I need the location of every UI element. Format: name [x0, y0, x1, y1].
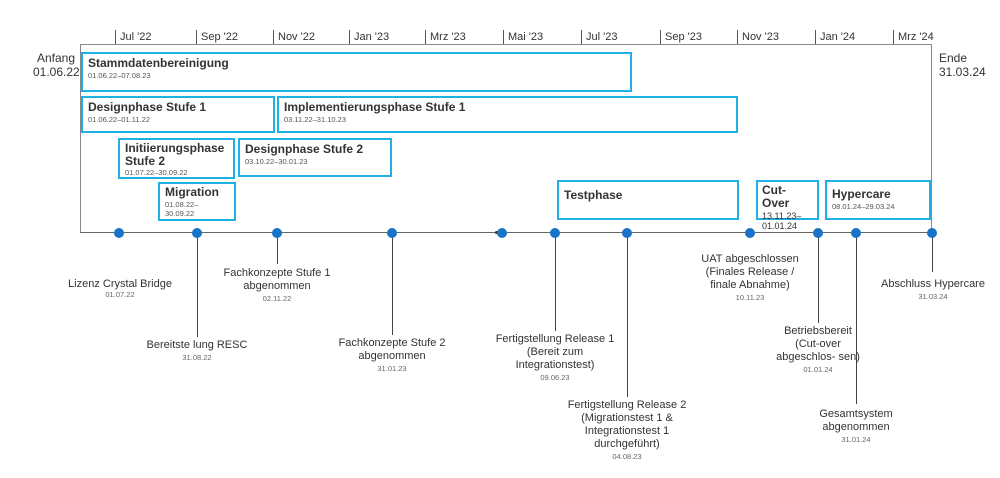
milestone-betriebsbereit: Betriebsbereit (Cut-over abgeschlos- sen…	[776, 325, 860, 375]
milestone-label: UAT abgeschlossen (Finales Release / fin…	[701, 253, 799, 291]
milestone-label: Fertigstellung Release 1 (Bereit zum Int…	[495, 333, 615, 371]
end-label: Ende 31.03.24	[939, 51, 986, 79]
milestone-dot	[272, 228, 282, 238]
start-date: 01.06.22	[33, 65, 80, 79]
milestone-label: Betriebsbereit (Cut-over abgeschlos- sen…	[776, 325, 860, 363]
milestone-dot	[622, 228, 632, 238]
phase-title: Initiierungsphase Stufe 2	[125, 141, 225, 168]
month-label: Jul '23	[581, 30, 617, 44]
phase-dates: 01.06.22–07.08.23	[88, 71, 151, 80]
milestone-label: Gesamtsystem abgenommen	[819, 408, 893, 433]
phase-bar-testphase: Testphase	[557, 180, 739, 220]
milestone-dot	[813, 228, 823, 238]
milestone-connector	[197, 234, 198, 337]
phase-title: Designphase Stufe 2	[245, 142, 364, 156]
milestone-connector	[392, 234, 393, 335]
milestone-dot	[851, 228, 861, 238]
month-label: Sep '23	[660, 30, 702, 44]
milestone-label: Lizenz Crystal Bridge	[68, 278, 172, 290]
milestone-date: 09.06.23	[540, 373, 570, 382]
phase-title: Testphase	[564, 188, 623, 202]
month-label: Mrz '23	[425, 30, 466, 44]
phase-bar-designphase-2: Designphase Stufe 2 03.10.22–30.01.23	[238, 138, 392, 177]
milestone-date: 04.08.23	[612, 452, 642, 461]
milestone-connector	[627, 234, 628, 397]
milestone-date: 31.01.23	[377, 364, 407, 373]
milestone-release-1: Fertigstellung Release 1 (Bereit zum Int…	[492, 333, 618, 383]
milestone-connector	[932, 234, 933, 272]
milestone-date: 31.01.24	[841, 435, 871, 444]
month-label: Nov '22	[273, 30, 315, 44]
month-label: Mrz '24	[893, 30, 934, 44]
milestone-label: Fachkonzepte Stufe 1 abgenommen	[223, 267, 331, 292]
start-label-text: Anfang	[36, 51, 75, 65]
milestone-date: 02.11.22	[262, 294, 292, 303]
phase-title: Stammdatenbereinigung	[88, 56, 229, 70]
timeline-frame	[80, 44, 932, 232]
milestone-connector	[818, 234, 819, 323]
milestone-dot	[114, 228, 124, 238]
milestone-dot	[550, 228, 560, 238]
month-label: Jan '23	[349, 30, 389, 44]
milestone-label: Fertigstellung Release 2 (Migrationstest…	[567, 399, 687, 450]
milestone-fachkonzepte-1: Fachkonzepte Stufe 1 abgenommen 02.11.22	[210, 267, 344, 304]
phase-title: Migration	[165, 185, 219, 199]
phase-bar-stammdatenbereinigung: Stammdatenbereinigung 01.06.22–07.08.23	[81, 52, 632, 92]
milestone-label: Bereitste lung RESC	[146, 339, 248, 351]
phase-dates: 03.10.22–30.01.23	[245, 157, 308, 166]
milestone-date: 10.11.23	[735, 293, 765, 302]
phase-bar-hypercare: Hypercare 08.01.24–29.03.24	[825, 180, 931, 220]
phase-dates: 01.07.22–30.09.22	[125, 168, 188, 177]
milestone-dot	[745, 228, 755, 238]
milestone-connector	[555, 234, 556, 331]
phase-title: Implementierungsphase Stufe 1	[284, 100, 466, 114]
milestone-label: Abschluss Hypercare	[881, 278, 985, 290]
phase-bar-implementierungsphase-1: Implementierungsphase Stufe 1 03.11.22–3…	[277, 96, 738, 133]
milestone-gesamtsystem: Gesamtsystem abgenommen 31.01.24	[806, 408, 906, 445]
milestone-date: 31.03.24	[918, 292, 948, 301]
end-date: 31.03.24	[939, 65, 986, 79]
phase-title: Designphase Stufe 1	[88, 100, 207, 114]
phase-dates: 01.06.22–01.11.22	[88, 115, 151, 124]
milestone-dot	[927, 228, 937, 238]
milestone-dot	[192, 228, 202, 238]
milestone-connector	[856, 234, 857, 404]
phase-title: Hypercare	[832, 187, 891, 201]
milestone-date: 31.08.22	[182, 353, 212, 362]
milestone-fachkonzepte-2: Fachkonzepte Stufe 2 abgenommen 31.01.23	[325, 337, 459, 374]
month-label: Jul '22	[115, 30, 151, 44]
axis-tick	[494, 230, 498, 234]
month-label: Nov '23	[737, 30, 779, 44]
phase-title: Cut-Over	[762, 183, 790, 210]
phase-bar-cut-over: Cut-Over 13.11.23– 01.01.24	[756, 180, 819, 231]
milestone-abschluss-hypercare: Abschluss Hypercare 31.03.24	[870, 278, 996, 302]
phase-bar-designphase-1: Designphase Stufe 1 01.06.22–01.11.22	[81, 96, 275, 133]
month-label: Jan '24	[815, 30, 855, 44]
month-label: Sep '22	[196, 30, 238, 44]
milestone-bereitstellung: Bereitste lung RESC 31.08.22	[137, 339, 257, 363]
milestone-release-2: Fertigstellung Release 2 (Migrationstest…	[553, 399, 701, 462]
milestone-date: 01.07.22	[105, 290, 135, 299]
phase-dates: 13.11.23– 01.01.24	[762, 211, 802, 231]
milestone-dot	[387, 228, 397, 238]
phase-dates: 03.11.22–31.10.23	[284, 115, 347, 124]
end-label-text: Ende	[939, 51, 968, 65]
milestone-connector	[277, 234, 278, 264]
milestone-lizenz: Lizenz Crystal Bridge 01.07.22	[60, 278, 180, 300]
milestone-label: Fachkonzepte Stufe 2 abgenommen	[338, 337, 446, 362]
milestone-date: 01.01.24	[803, 365, 833, 374]
phase-dates: 01.08.22– 30.09.22	[165, 200, 199, 218]
milestone-dot	[497, 228, 507, 238]
start-label: Anfang 01.06.22	[33, 51, 80, 79]
milestone-uat: UAT abgeschlossen (Finales Release / fin…	[694, 253, 806, 303]
phase-bar-migration: Migration 01.08.22– 30.09.22	[158, 182, 236, 221]
phase-bar-initiierungsphase-2: Initiierungsphase Stufe 2 01.07.22–30.09…	[118, 138, 235, 179]
phase-dates: 08.01.24–29.03.24	[832, 202, 895, 211]
month-label: Mai '23	[503, 30, 543, 44]
